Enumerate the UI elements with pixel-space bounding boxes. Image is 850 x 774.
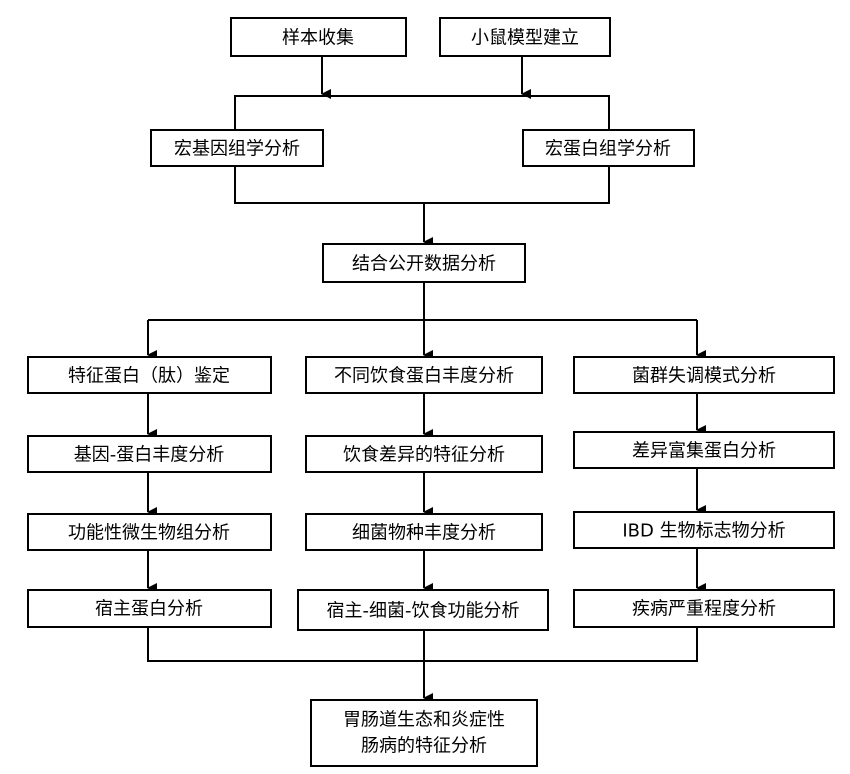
label-c3-3: 疾病严重程度分析	[632, 599, 776, 620]
box-c1-2	[27, 513, 272, 551]
label-c2-0: 不同饮食蛋白丰度分析	[334, 366, 514, 387]
box-c2-0	[305, 356, 543, 394]
box-metaproteomics	[522, 129, 695, 167]
box-final	[310, 699, 538, 767]
label-c3-1: 差异富集蛋白分析	[632, 441, 776, 462]
label-c2-2: 细菌物种丰度分析	[352, 523, 496, 544]
label-c2-1: 饮食差异的特征分析	[343, 445, 505, 466]
label-final-line1: 胃肠道生态和炎症性	[343, 710, 505, 731]
box-public	[322, 243, 526, 283]
box-c3-3	[573, 589, 835, 628]
label-public: 结合公开数据分析	[352, 254, 496, 275]
box-mouse	[439, 17, 611, 57]
label-metaproteomics: 宏蛋白组学分析	[545, 139, 671, 160]
bracket-bottom	[234, 166, 610, 204]
label-c1-0: 特征蛋白（肽）鉴定	[68, 366, 230, 387]
bracket-top	[234, 95, 610, 130]
box-c3-2	[573, 511, 835, 549]
box-metagenomics	[150, 129, 324, 167]
label-c3-0: 菌群失调模式分析	[632, 366, 776, 387]
label-c1-2: 功能性微生物组分析	[68, 523, 230, 544]
label-c1-1: 基因-蛋白丰度分析	[74, 445, 225, 466]
box-c3-0	[573, 356, 835, 394]
label-metagenomics: 宏基因组学分析	[174, 139, 300, 160]
box-c2-2	[305, 513, 543, 551]
label-mouse: 小鼠模型建立	[471, 28, 579, 49]
connectors	[147, 56, 706, 703]
merge-bar	[147, 627, 698, 662]
label-c2-3: 宿主-细菌-饮食功能分析	[327, 601, 520, 622]
nodes: 样本收集 小鼠模型建立 宏基因组学分析 宏蛋白组学分析 结合公开数据分析 特征蛋…	[27, 17, 835, 767]
box-c1-1	[27, 435, 272, 473]
label-c3-2: IBD 生物标志物分析	[622, 521, 785, 542]
box-c2-1	[305, 435, 543, 473]
label-final-line2: 肠病的特征分析	[361, 736, 487, 757]
box-sample	[230, 17, 407, 57]
box-c1-0	[27, 356, 272, 394]
label-c1-3: 宿主蛋白分析	[95, 599, 203, 620]
box-c1-3	[27, 589, 272, 628]
box-c2-3	[297, 589, 549, 631]
label-sample: 样本收集	[282, 28, 354, 49]
box-c3-1	[573, 431, 835, 469]
